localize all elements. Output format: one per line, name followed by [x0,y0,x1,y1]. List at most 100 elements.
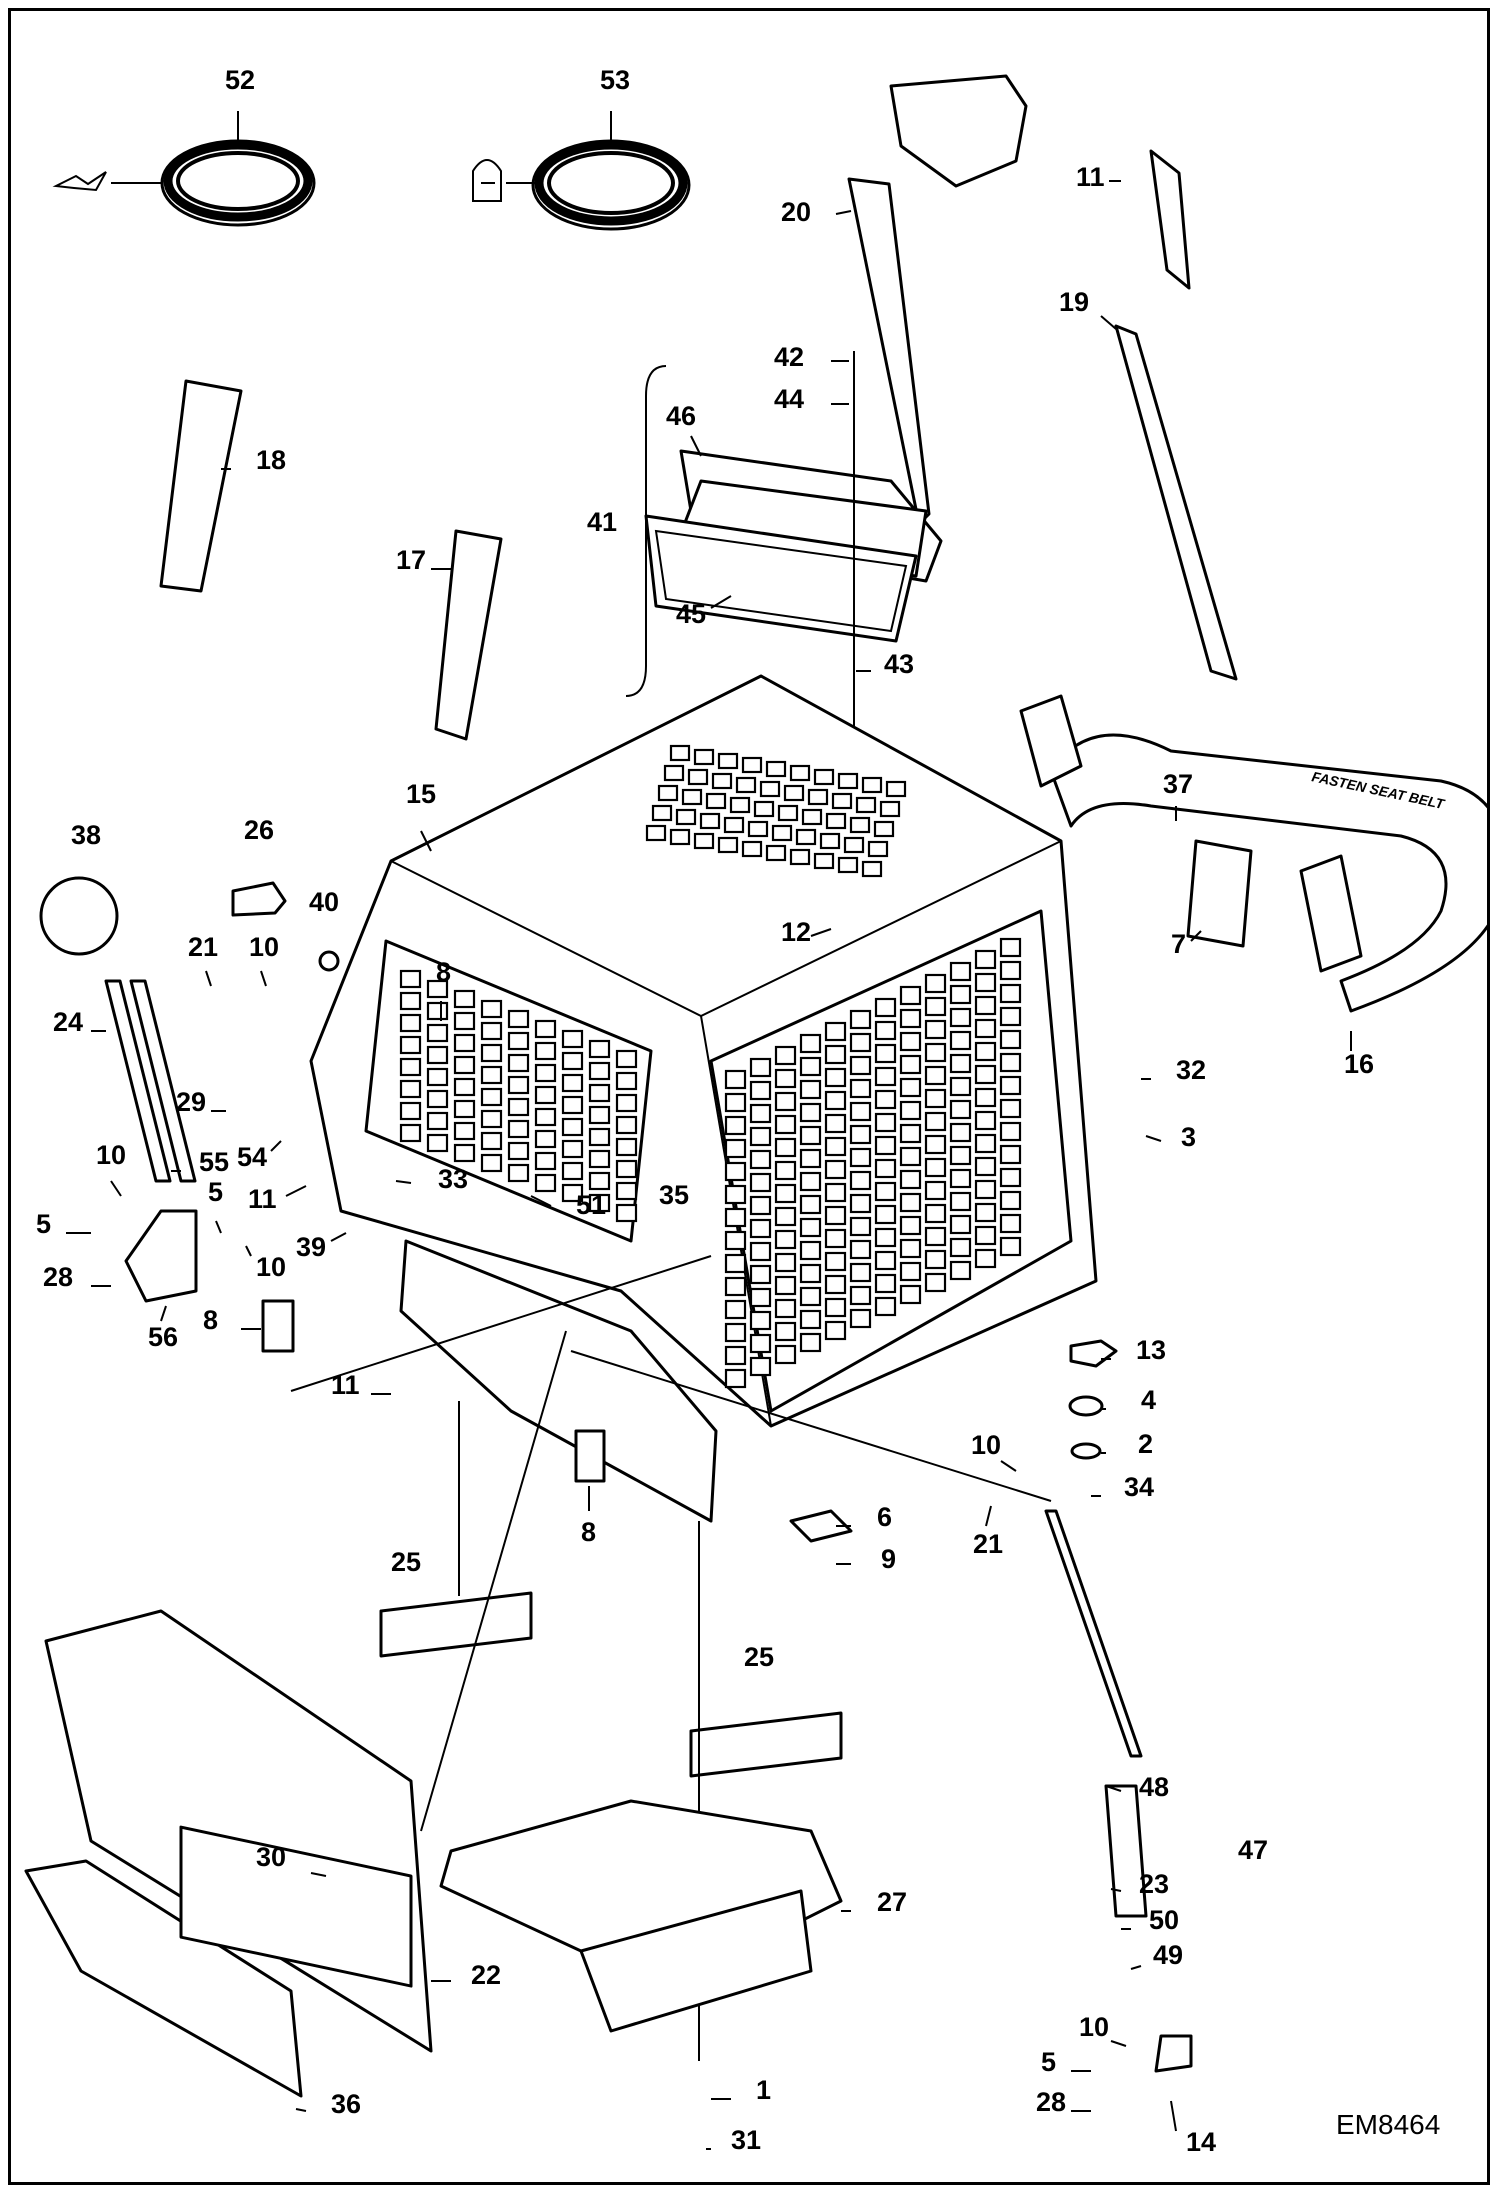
mesh-cell [693,748,715,766]
mesh-cell [999,960,1022,981]
callout-c56: 56 [148,1322,178,1352]
callout-c5a: 5 [36,1209,51,1239]
callout-c21b: 21 [973,1529,1003,1559]
callout-c23: 23 [1139,1869,1169,1899]
mesh-cell [849,1170,872,1191]
mesh-cell [879,800,901,818]
callout-c10b: 10 [96,1140,126,1170]
mesh-cell [824,1159,847,1180]
mesh-cell [899,1192,922,1213]
mesh-cell [426,1023,449,1043]
mesh-cell [453,1121,476,1141]
callout-c32: 32 [1176,1055,1206,1085]
mesh-cell [999,1236,1022,1257]
mesh-cell [849,1308,872,1329]
mesh-cell [426,1067,449,1087]
panel-36 [24,1859,303,2098]
mesh-cell [799,1102,822,1123]
mesh-cell [799,1263,822,1284]
mesh-cell [453,1033,476,1053]
mesh-cell [837,772,859,790]
gas-spring-24 [104,979,172,1183]
leader-c10c [245,1245,252,1257]
mesh-cell [561,1161,584,1181]
callout-c7: 7 [1171,929,1186,959]
callout-c8c: 8 [581,1517,596,1547]
mesh-cell [999,983,1022,1004]
callout-c8b: 8 [203,1305,218,1335]
mesh-cell [615,1159,638,1179]
mesh-cell [924,1134,947,1155]
leader-c11b [285,1185,307,1197]
mesh-cell [426,1133,449,1153]
mesh-cell [399,1013,422,1033]
mesh-cell [974,1041,997,1062]
mesh-cell [899,1215,922,1236]
mesh-cell [534,1085,557,1105]
mesh-cell [534,1041,557,1061]
mesh-cell [999,1098,1022,1119]
mesh-cell [824,1251,847,1272]
mesh-cell [849,1216,872,1237]
mesh-cell [765,760,787,778]
callout-c31: 31 [731,2125,761,2155]
mesh-cell [974,972,997,993]
leader-c21b [985,1505,992,1527]
mesh-cell [824,1021,847,1042]
mesh-cell [949,1145,972,1166]
leader-c20 [835,210,852,215]
mesh-cell [657,784,679,802]
mesh-cell [999,1075,1022,1096]
decal-8-bottom [574,1429,606,1483]
callout-c6: 6 [877,1502,892,1532]
mesh-cell [885,780,907,798]
mesh-cell [824,1274,847,1295]
mesh-cell [687,768,709,786]
mesh-cell [874,997,897,1018]
mesh-cell [705,792,727,810]
callout-c55: 55 [199,1147,229,1177]
pillar-trim-19 [1114,324,1238,681]
mesh-cell [399,1123,422,1143]
mesh-cell [507,1075,530,1095]
mesh-cell [615,1203,638,1223]
mesh-cell [724,1138,747,1159]
leader-c21a [205,970,212,987]
mesh-cell [724,1207,747,1228]
pad-25-left [379,1591,533,1658]
mesh-cell [645,824,667,842]
callout-c20: 20 [781,197,811,227]
mesh-cell [799,1286,822,1307]
mesh-cell [723,816,745,834]
mesh-cell [774,1206,797,1227]
mesh-cell [974,1156,997,1177]
callout-c3: 3 [1181,1122,1196,1152]
mesh-cell [799,1056,822,1077]
mesh-cell [949,1191,972,1212]
mesh-cell [480,1021,503,1041]
mesh-cell [774,1321,797,1342]
mesh-cell [534,1063,557,1083]
mesh-cell [924,1065,947,1086]
leader-c48 [1105,1785,1122,1792]
seal-profile-53 [472,159,502,202]
callout-c41: 41 [587,507,617,537]
mesh-cell [799,1240,822,1261]
callout-c11a: 11 [1076,162,1105,192]
mesh-cell [480,1087,503,1107]
mesh-cell [777,804,799,822]
mesh-cell [507,1163,530,1183]
mesh-cell [783,784,805,802]
mesh-cell [949,1099,972,1120]
leader-c23 [1110,1888,1122,1892]
seat-bar-16 [1049,733,1487,1013]
mesh-cell [899,1031,922,1052]
seal-profile-52 [52,171,107,192]
mesh-cell [799,1171,822,1192]
top-bracket [889,74,1028,188]
mesh-cell [974,1225,997,1246]
mesh-cell [899,1284,922,1305]
seat-bar-bracket-left [1019,694,1083,788]
mesh-cell [615,1093,638,1113]
callout-c46: 46 [666,401,696,431]
